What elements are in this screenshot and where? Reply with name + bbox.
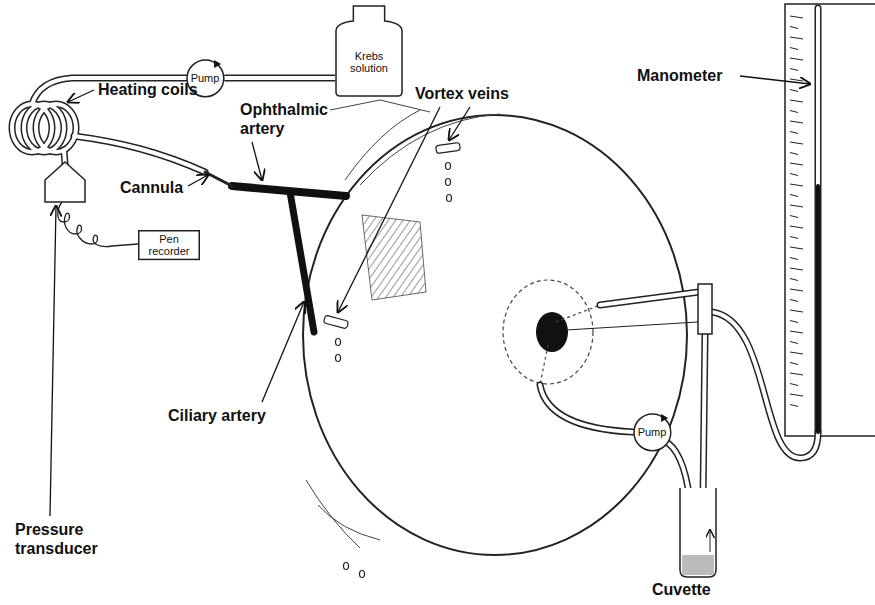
tubing — [12, 8, 818, 545]
tube-connector — [224, 78, 335, 79]
scale-tick — [790, 37, 803, 39]
node-label: Pump — [638, 426, 667, 438]
scale-tick — [790, 69, 798, 71]
scale-tick — [790, 100, 803, 102]
cuvette — [680, 488, 716, 577]
leader-arrows — [50, 76, 810, 516]
scale-tick — [790, 79, 803, 81]
node-label: Pen recorder — [143, 233, 195, 257]
scale-tick — [790, 132, 798, 134]
scale-tick — [790, 195, 798, 197]
cornea-outline — [503, 280, 593, 384]
arteries — [232, 186, 346, 332]
solution-bottle: Krebs solution — [335, 5, 403, 97]
part-label: Cuvette — [652, 580, 711, 599]
scale-tick — [790, 394, 803, 396]
scale-tick — [790, 352, 803, 354]
scale-tick — [790, 342, 798, 344]
scale-tick — [790, 331, 803, 333]
scale-tick — [790, 216, 798, 218]
scale-tick — [790, 121, 803, 123]
recorder-wire — [58, 202, 138, 247]
scale-tick — [790, 58, 803, 60]
pupil — [536, 312, 568, 352]
pressure-transducer — [45, 162, 138, 247]
scale-tick — [790, 90, 798, 92]
part-label: Ciliary artery — [168, 406, 266, 425]
eye-globe — [303, 100, 698, 555]
scale-tick — [790, 279, 798, 281]
muscle-hatching — [362, 215, 426, 300]
scale-tick — [790, 289, 803, 291]
manometer-board — [785, 4, 875, 436]
scale-tick — [790, 16, 803, 18]
scale-tick — [790, 405, 798, 407]
scale-tick — [790, 163, 803, 165]
tube-wall — [224, 75, 335, 82]
scale-tick — [790, 174, 798, 176]
scale-tick — [790, 184, 803, 186]
manometer-fluid — [816, 186, 820, 432]
scale-tick — [790, 205, 803, 207]
scale-tick — [790, 142, 803, 144]
scale-tick — [790, 153, 798, 155]
scale-tick — [790, 27, 798, 29]
part-label: Cannula — [120, 178, 183, 197]
pump-circle: Pump — [633, 413, 672, 452]
scale-tick — [790, 363, 798, 365]
part-label: Heating coils — [98, 80, 198, 99]
tube-bore — [224, 76, 335, 80]
scale-tick — [790, 111, 798, 113]
scale-tick — [790, 310, 803, 312]
vortex-veins — [323, 142, 706, 577]
scale-tick — [790, 226, 803, 228]
recorder-box: Pen recorder — [138, 230, 200, 260]
scale-tick — [790, 268, 803, 270]
scale-tick — [790, 247, 803, 249]
part-label: Pressure transducer — [15, 520, 125, 558]
part-label: Manometer — [637, 66, 722, 85]
node-label: Krebs solution — [339, 50, 399, 74]
scale-tick — [790, 258, 798, 260]
cannula — [205, 172, 232, 186]
scale-tick — [790, 300, 798, 302]
scale-tick — [790, 321, 798, 323]
scale-tick — [790, 373, 803, 375]
needle-line — [566, 322, 698, 330]
scale-tick — [790, 384, 798, 386]
part-label: Ophthalmic artery — [240, 100, 340, 138]
scale-tick — [790, 48, 798, 50]
t-connector — [698, 284, 712, 334]
scale-tick — [790, 237, 798, 239]
part-label: Vortex veins — [415, 84, 509, 103]
